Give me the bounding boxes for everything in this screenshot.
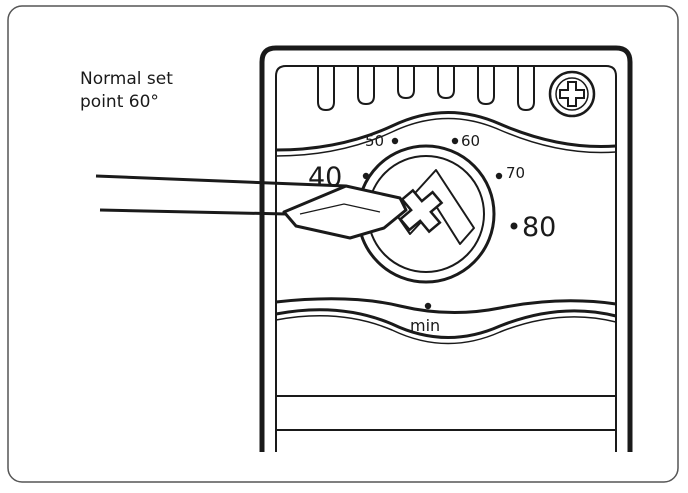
scale-labels: 50 60 70 80 40 min bbox=[308, 132, 556, 335]
figure-frame bbox=[7, 5, 679, 483]
caption-line-2: point 60° bbox=[80, 92, 159, 112]
caption: Normal set point 60° bbox=[80, 69, 173, 112]
label-50: 50 bbox=[365, 132, 384, 150]
screwdriver-blade-edge bbox=[299, 203, 381, 215]
label-60: 60 bbox=[461, 132, 480, 150]
thermostat-housing bbox=[259, 45, 633, 452]
label-70: 70 bbox=[506, 164, 525, 182]
dial-pointer bbox=[395, 169, 475, 245]
screwdriver-blade bbox=[282, 184, 408, 240]
caption-line-1: Normal set bbox=[80, 69, 173, 89]
label-min: min bbox=[410, 316, 440, 335]
vent-slots bbox=[317, 66, 535, 112]
scale-dots bbox=[362, 137, 518, 310]
screwdriver-shaft-bottom bbox=[99, 208, 287, 216]
label-40: 40 bbox=[308, 162, 342, 193]
label-80: 80 bbox=[522, 212, 556, 243]
screwdriver-shaft-top bbox=[95, 174, 347, 188]
flathead-screwdriver-icon bbox=[95, 174, 408, 240]
phillips-screw-icon bbox=[548, 70, 596, 118]
dial-knob-icon bbox=[356, 144, 496, 284]
upper-wave-band bbox=[275, 111, 617, 157]
dial-screw-slot bbox=[398, 188, 444, 234]
lower-wave-band bbox=[275, 297, 617, 345]
